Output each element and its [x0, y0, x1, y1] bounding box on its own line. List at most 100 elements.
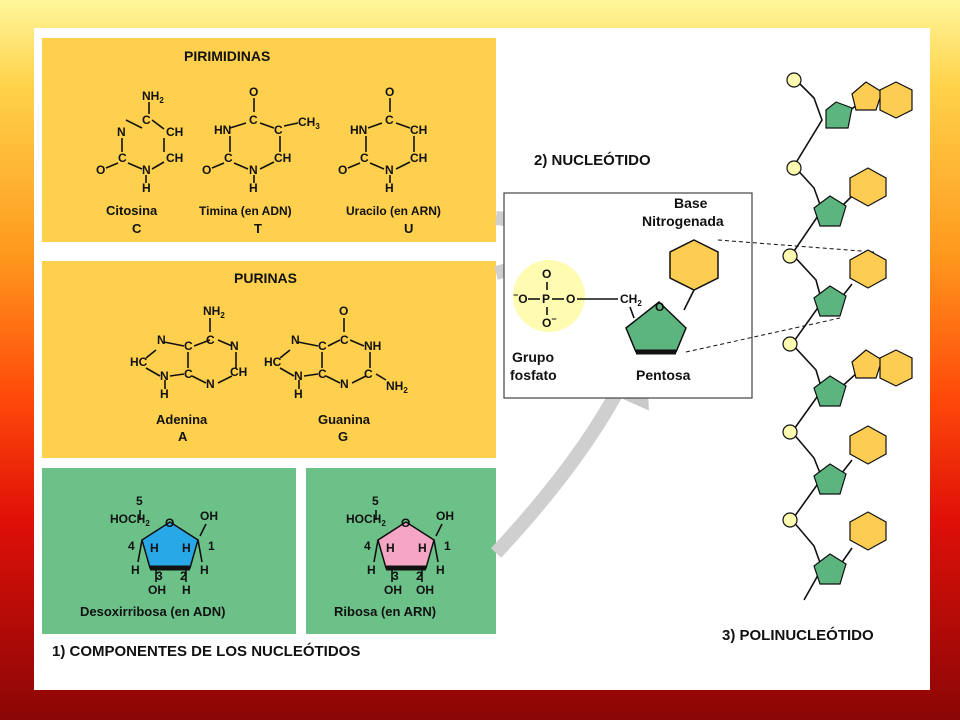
cytosine-n3: N: [117, 125, 126, 139]
uracil-h: H: [385, 181, 394, 195]
deoxyribose-h4b: H: [131, 563, 140, 577]
nucleotide-pentose: [625, 301, 687, 353]
phosphate-circle: [513, 260, 585, 332]
pyrimidines-panel: [42, 38, 496, 242]
deoxyribose-hoch2: HOCH2: [110, 512, 150, 528]
chain-base-4-hexagon: [879, 349, 913, 387]
svg-text:3: 3: [156, 569, 163, 583]
uracil-o4: O: [385, 85, 394, 99]
thymine-h: H: [249, 181, 258, 195]
cytosine-nh2: NH2: [142, 89, 164, 105]
section1-label: 1) COMPONENTES DE LOS NUCLEÓTIDOS: [52, 642, 360, 660]
guanine-c5: C: [318, 339, 327, 353]
adenine-name: Adenina: [156, 412, 208, 427]
adenine-c5: C: [184, 339, 193, 353]
ribose-oh1: OH: [436, 509, 454, 523]
pentose-ring-o: O: [655, 300, 664, 314]
guanine-structure: O N C C NH HC C C NH2 N N H: [264, 304, 408, 401]
ribose-name: Ribosa (en ARN): [334, 604, 436, 619]
svg-text:1: 1: [444, 539, 451, 553]
dashed-link-top: [717, 239, 875, 253]
svg-text:5: 5: [372, 494, 379, 508]
cytosine-letter: C: [132, 221, 142, 236]
ribose-oh2: OH: [416, 583, 434, 597]
svg-text:4: 4: [364, 539, 371, 553]
adenine-structure: NH2 N C C N HC CH C N N H: [130, 304, 247, 401]
dashed-link-bottom: [685, 317, 841, 353]
cytosine-c6h: CH: [166, 151, 183, 165]
nucleotide-diagram: PIRIMIDINAS NH2 N C CH CH C O N H Citosi…: [42, 38, 913, 660]
uracil-structure: O HN C CH C O N CH H: [338, 85, 427, 195]
chain-sugar-6: [813, 553, 847, 585]
svg-text:O−: O−: [542, 314, 557, 330]
thymine-structure: O HN C C CH3 C O N CH H: [202, 85, 320, 195]
deoxyribose-ring-o: O: [165, 516, 174, 530]
thymine-name: Timina (en ADN): [199, 204, 292, 218]
svg-text:1: 1: [208, 539, 215, 553]
thymine-letter: T: [254, 221, 262, 236]
purines-panel: [42, 261, 496, 458]
svg-text:O: O: [566, 292, 575, 306]
uracil-c6h: CH: [410, 151, 427, 165]
ribose-structure: 5 HOCH2 O OH 4 1 H H H H 3 2 OH OH: [346, 494, 454, 597]
phosphorus: P: [542, 292, 550, 306]
guanine-nh1: NH: [364, 339, 381, 353]
chain-base-1-pentagon: [851, 81, 883, 111]
uracil-c2: C: [360, 151, 369, 165]
svg-text:3: 3: [392, 569, 399, 583]
guanine-n3: N: [340, 377, 349, 391]
deoxyribose-h2: H: [182, 583, 191, 597]
svg-text:2: 2: [416, 569, 423, 583]
chain-phosphate-6: [782, 512, 798, 528]
thymine-c4: C: [249, 113, 258, 127]
svg-text:−O: −O: [513, 290, 528, 306]
thymine-n1: N: [249, 163, 258, 177]
chain-sugar-4: [813, 375, 847, 407]
adenine-n9: N: [160, 369, 169, 383]
thymine-c2: C: [224, 151, 233, 165]
deoxyribose-structure: 5 HOCH2 O OH 4 1 H H H H 3 2 OH H: [110, 494, 218, 597]
guanine-letter: G: [338, 429, 348, 444]
guanine-hc8: HC: [264, 355, 282, 369]
deoxyribose-h4: H: [150, 541, 159, 555]
adenine-n3: N: [206, 377, 215, 391]
adenine-nh2: NH2: [203, 304, 225, 320]
chain-base-4-pentagon: [851, 349, 883, 379]
cytosine-o2: O: [96, 163, 105, 177]
adenine-n1: N: [230, 339, 239, 353]
pyrimidines-title: PIRIMIDINAS: [184, 48, 270, 64]
guanine-h: H: [294, 387, 303, 401]
guanine-n9: N: [294, 369, 303, 383]
purines-title: PURINAS: [234, 270, 297, 286]
chain-sugar-3: [813, 285, 847, 317]
deoxyribose-h1: H: [182, 541, 191, 555]
deoxyribose-name: Desoxirribosa (en ADN): [80, 604, 225, 619]
base-label-line2: Nitrogenada: [642, 213, 724, 229]
cytosine-c5h: CH: [166, 125, 183, 139]
cytosine-c2: C: [118, 151, 127, 165]
uracil-c4: C: [385, 113, 394, 127]
guanine-n7: N: [291, 333, 300, 347]
cytosine-h: H: [142, 181, 151, 195]
deoxyribose-oh1: OH: [200, 509, 218, 523]
uracil-o2: O: [338, 163, 347, 177]
guanine-c6: C: [340, 333, 349, 347]
chain-sugar-2: [813, 195, 847, 227]
cytosine-c4: C: [142, 113, 151, 127]
phosphate-label-line2: fosfato: [510, 367, 557, 383]
polynucleotide-chain: [782, 72, 913, 601]
svg-text:4: 4: [128, 539, 135, 553]
adenine-h: H: [160, 387, 169, 401]
cytosine-structure: NH2 N C CH CH C O N H: [96, 89, 183, 195]
phosphate-label-line1: Grupo: [512, 349, 554, 365]
ribose-oh3: OH: [384, 583, 402, 597]
adenine-c2h: CH: [230, 365, 247, 379]
base-label-line1: Base: [674, 195, 708, 211]
guanine-o6: O: [339, 304, 348, 318]
ribose-h4: H: [386, 541, 395, 555]
thymine-hn3: HN: [214, 123, 231, 137]
guanine-name: Guanina: [318, 412, 371, 427]
chain-phosphate-4: [782, 336, 798, 352]
chain-base-3-hexagon: [849, 249, 887, 289]
chain-sugar-1: [825, 101, 853, 129]
